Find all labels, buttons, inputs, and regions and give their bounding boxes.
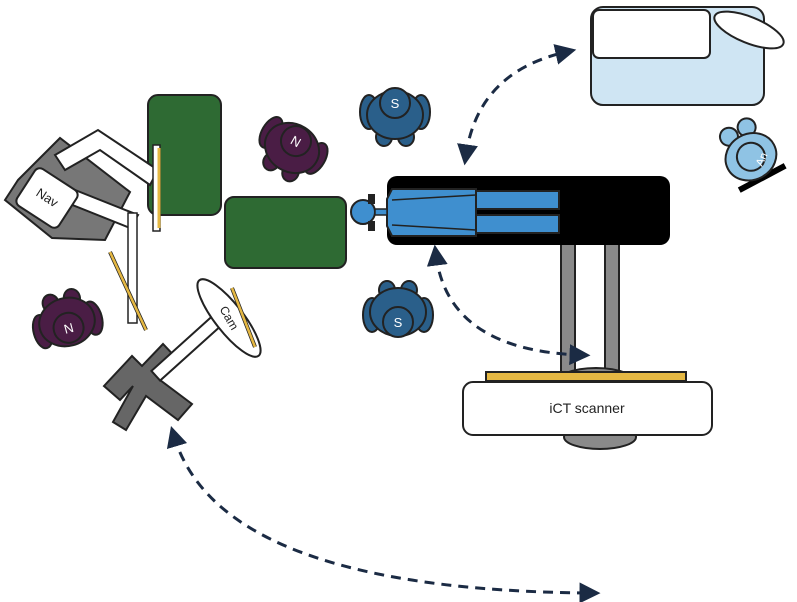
scanner-marker-strip <box>485 371 687 382</box>
nav-arm-upper <box>53 128 160 187</box>
surgeon-label: S <box>394 315 403 330</box>
instrument-table-back <box>147 94 222 216</box>
camera-stand: Cam <box>102 278 262 432</box>
movement-arrow-icon <box>166 425 601 602</box>
surgeon-icon: S <box>362 280 434 338</box>
anesthesiologist-label: An <box>754 151 771 168</box>
camera-marker-strip <box>230 287 257 348</box>
patient-icon <box>350 188 560 237</box>
scanner-rail-right <box>604 239 620 376</box>
navigation-system: Nav <box>3 128 161 331</box>
nurse-label: N <box>62 320 75 337</box>
head-clamp-bottom <box>368 221 375 231</box>
anesthesia-station <box>590 6 785 106</box>
patient-torso <box>386 188 477 237</box>
movement-arrow-icon <box>457 44 577 166</box>
patient-neck <box>374 208 388 216</box>
nurse-icon: N <box>258 116 329 183</box>
nurse-icon: N <box>31 287 104 350</box>
anesthesia-tray <box>713 10 785 50</box>
nav-pole <box>127 212 138 324</box>
head-clamp-top <box>368 194 375 204</box>
surgeon-label: S <box>391 96 400 111</box>
anesthesiologist-icon <box>718 117 787 193</box>
patient-leg-left <box>475 190 560 210</box>
nav-marker-strip-lower <box>108 251 148 331</box>
nav-monitor-icon <box>15 167 79 229</box>
instrument-table-front <box>224 196 347 269</box>
surgeon-icon: S <box>359 87 431 147</box>
patient-leg-right <box>475 214 560 234</box>
scanner-label: iCT scanner <box>549 400 625 416</box>
anesthesia-monitor <box>592 9 711 59</box>
movement-arrow-icon <box>426 244 591 366</box>
